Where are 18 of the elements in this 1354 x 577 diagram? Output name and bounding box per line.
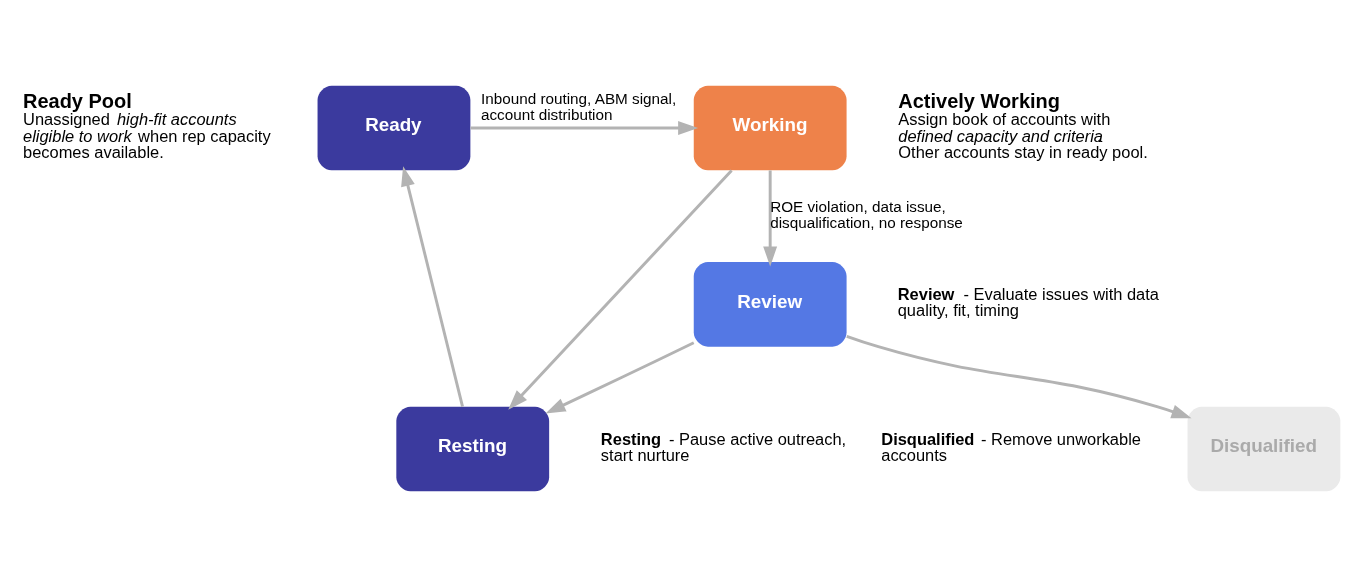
arrow xyxy=(545,341,695,414)
node-label: Actively Working xyxy=(898,90,1060,113)
edge-label: ROE violation, data issue, disqualification, no response xyxy=(770,197,963,232)
node-label: Disqualified - Remove unworkable accounts xyxy=(881,429,1141,464)
arrow xyxy=(763,170,778,267)
arrow xyxy=(470,121,699,136)
arrow xyxy=(846,334,1192,419)
node-box: Resting xyxy=(396,406,550,492)
arrow xyxy=(508,169,733,410)
node-box: Ready xyxy=(317,85,471,171)
edge-label: Inbound routing, ABM signal, account distribution xyxy=(480,89,677,124)
node-box: Working xyxy=(693,85,847,171)
arrow xyxy=(401,166,464,407)
node-box: Review xyxy=(693,262,847,347)
node-label: Review - Evaluate issues with data quality, fit, timing xyxy=(897,284,1159,320)
node-label: Ready Pool xyxy=(23,90,132,113)
node-label: Resting - Pause active outreach, start nurture xyxy=(600,429,847,464)
node-box: Disqualified xyxy=(1187,406,1341,492)
